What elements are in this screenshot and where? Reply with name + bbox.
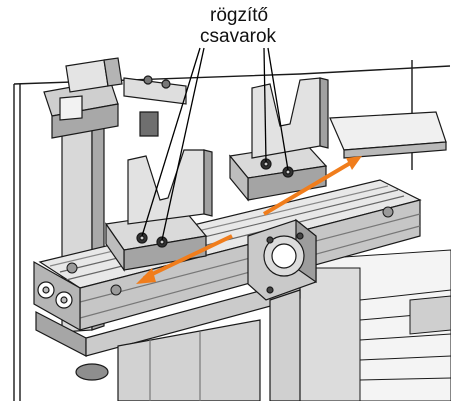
wing-nut-icon	[110, 284, 122, 296]
leader-line	[267, 47, 289, 171]
lower-rail	[35, 279, 301, 401]
leader-line	[263, 47, 267, 163]
slide-plate	[329, 111, 447, 159]
leader-line	[141, 47, 201, 237]
v-block-left	[104, 149, 213, 272]
annotation-label-line1: rögzítő	[210, 5, 269, 26]
wing-nut-icon	[66, 262, 78, 274]
wing-nut-icons	[66, 206, 394, 296]
lower-conveyor	[297, 249, 451, 401]
leader-line	[161, 47, 205, 241]
top-bracket	[43, 57, 187, 139]
v-block-right	[228, 77, 329, 202]
annotation-label-line2: csavarok	[200, 26, 277, 47]
leader-lines	[141, 47, 289, 241]
wing-nut-icon	[382, 206, 394, 218]
bearing-block	[247, 218, 317, 401]
motion-arrows	[136, 156, 362, 284]
motion-arrow-right	[262, 160, 354, 216]
motion-arrow-left	[143, 234, 233, 280]
